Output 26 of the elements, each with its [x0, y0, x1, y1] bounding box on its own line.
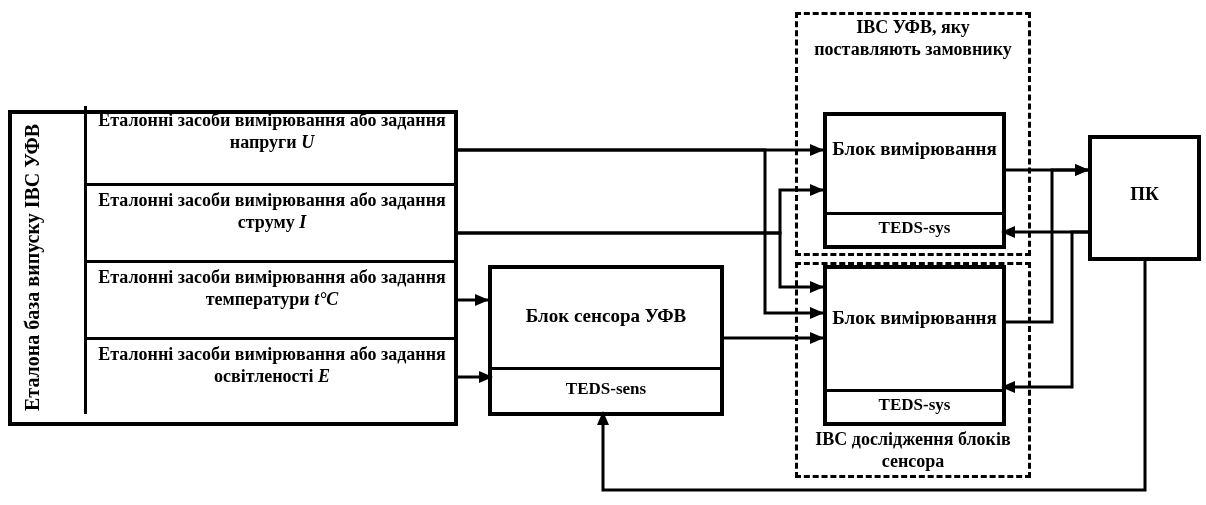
block-label: Блок вимірювання — [831, 138, 998, 161]
reference-instrument-row — [84, 260, 454, 337]
reference-instrument-row — [84, 337, 454, 414]
block-label: TEDS-sens — [564, 379, 648, 400]
block-label: Еталонні засоби вимірювання або задання освітленості E — [97, 344, 447, 388]
block-label: Еталонні засоби вимірювання або задання температури t°C — [97, 267, 447, 311]
measurement-block — [823, 112, 1006, 249]
block-label: ПК — [1129, 183, 1160, 206]
computer-block — [1088, 135, 1201, 261]
block-label: Блок вимірювання — [831, 307, 998, 330]
arrow — [724, 332, 824, 344]
arrow — [597, 261, 1147, 492]
block-label: Еталонні засоби вимірювання або задання напруги U — [97, 110, 447, 154]
group-title: ІВС УФВ, яку поставляють замовнику — [813, 17, 1013, 61]
block-label: Блок сенсора УФВ — [524, 305, 688, 328]
reference-instrument-row — [84, 183, 454, 260]
dashed-group-frame — [795, 262, 1031, 478]
group-title: ІВС дослідження блоків сенсора — [814, 429, 1012, 473]
block-label: Еталонні засоби вимірювання або задання струму I — [97, 190, 447, 234]
block-label: TEDS-sys — [877, 218, 952, 239]
dashed-group-frame — [795, 12, 1031, 256]
sensor-block — [488, 265, 724, 416]
block-label: Еталона база випуску ІВС УФВ — [20, 123, 44, 414]
arrow — [1006, 164, 1089, 324]
measurement-block — [823, 265, 1006, 426]
block-label: TEDS-sys — [877, 395, 952, 416]
